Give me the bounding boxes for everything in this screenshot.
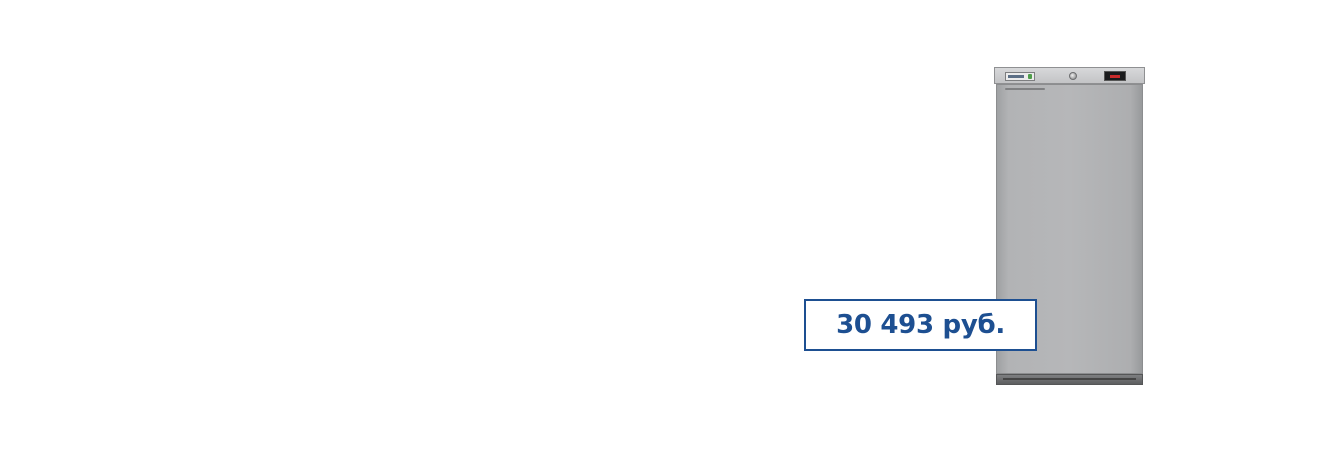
temperature-display-icon: [1104, 71, 1126, 81]
fridge-control-panel: [994, 67, 1145, 84]
vent-grille: [1003, 378, 1136, 380]
lock-icon: [1069, 72, 1077, 80]
brand-logo-icon: [1005, 72, 1035, 81]
price-tag: 30 493 руб.: [804, 299, 1037, 351]
fridge-base: [996, 374, 1143, 385]
door-handle: [1005, 88, 1045, 90]
price-label: 30 493 руб.: [836, 310, 1005, 340]
